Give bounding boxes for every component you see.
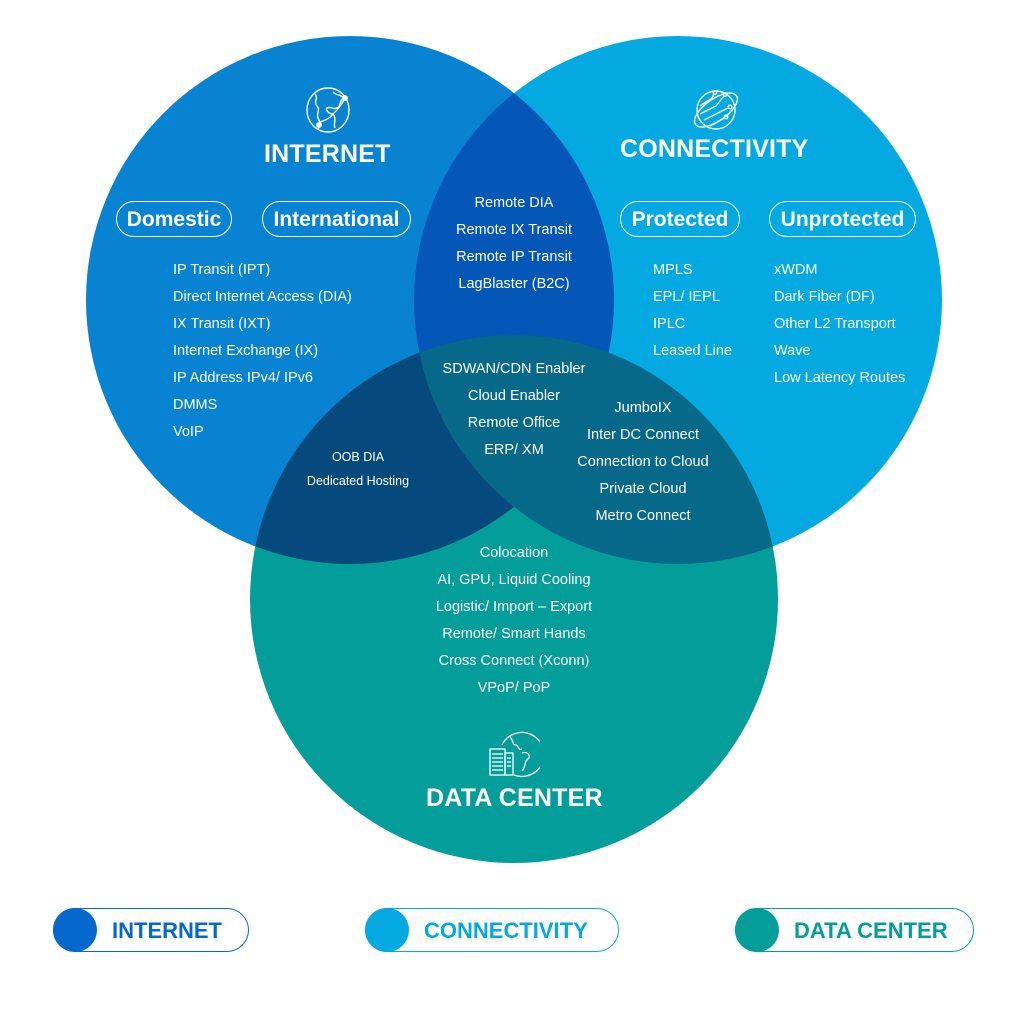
list-item: IPLC <box>653 316 686 332</box>
internet-category-domestic: Domestic <box>116 201 232 237</box>
list-item: Direct Internet Access (DIA) <box>173 289 352 305</box>
list-item: IP Address IPv4/ IPv6 <box>173 370 313 386</box>
list-item: VPoP/ PoP <box>477 680 551 696</box>
list-item: Inter DC Connect <box>586 427 700 443</box>
connectivity-category-protected: Protected <box>620 201 740 237</box>
list-item: Other L2 Transport <box>774 316 896 332</box>
datacenter-items: Colocation AI, GPU, Liquid Cooling Logis… <box>404 540 624 702</box>
list-item: Low Latency Routes <box>774 370 906 386</box>
list-item: Internet Exchange (IX) <box>173 343 319 359</box>
list-item: Cross Connect (Xconn) <box>438 653 590 669</box>
legend-label: CONNECTIVITY <box>424 918 588 943</box>
list-item: Remote IX Transit <box>455 222 573 238</box>
list-item: Remote Office <box>467 415 561 431</box>
list-item: Remote DIA <box>474 195 554 211</box>
list-item: Dedicated Hosting <box>306 474 410 488</box>
connectivity-datacenter-overlap <box>414 335 778 564</box>
all-three-items: SDWAN/CDN Enabler Cloud Enabler Remote O… <box>414 356 614 464</box>
list-item: Cloud Enabler <box>468 388 560 404</box>
internet-datacenter-items: OOB DIA Dedicated Hosting <box>288 445 428 493</box>
connectivity-datacenter-items: JumboIX Inter DC Connect Connection to C… <box>563 395 723 530</box>
list-item: Leased Line <box>653 343 733 359</box>
legend-item-internet: INTERNET <box>53 908 249 952</box>
datacenter-title: DATA CENTER <box>426 784 603 812</box>
connectivity-title: CONNECTIVITY <box>620 135 809 163</box>
list-item: AI, GPU, Liquid Cooling <box>437 572 591 588</box>
list-item: Connection to Cloud <box>577 454 709 470</box>
list-item: Remote/ Smart Hands <box>442 626 586 642</box>
internet-title: INTERNET <box>264 140 391 168</box>
legend-label: INTERNET <box>112 918 222 943</box>
list-item: EPL/ IEPL <box>653 289 720 305</box>
list-item: xWDM <box>774 262 818 278</box>
legend-swatch <box>365 908 409 952</box>
list-item: MPLS <box>653 262 693 278</box>
internet-connectivity-items: Remote DIA Remote IX Transit Remote IP T… <box>414 190 614 298</box>
legend-swatch <box>53 908 97 952</box>
internet-items: IP Transit (IPT) Direct Internet Access … <box>173 257 352 446</box>
list-item: Metro Connect <box>595 508 691 524</box>
list-item: Remote IP Transit <box>456 249 572 265</box>
list-item: Dark Fiber (DF) <box>774 289 875 305</box>
legend-label: DATA CENTER <box>794 918 948 943</box>
connectivity-unprotected-items: xWDM Dark Fiber (DF) Other L2 Transport … <box>774 257 905 392</box>
list-item: LagBlaster (B2C) <box>458 276 570 292</box>
list-item: Logistic/ Import – Export <box>435 599 593 615</box>
datacenter-globe-icon <box>489 731 540 778</box>
list-item: ERP/ XM <box>484 442 544 458</box>
globe-network-icon <box>306 87 350 133</box>
list-item: SDWAN/CDN Enabler <box>442 361 586 377</box>
list-item: JumboIX <box>614 400 672 416</box>
list-item: IX Transit (IXT) <box>173 316 271 332</box>
circuit-globe-icon <box>693 89 739 130</box>
list-item: Private Cloud <box>599 481 687 497</box>
list-item: Colocation <box>479 545 549 561</box>
connectivity-protected-items: MPLS EPL/ IEPL IPLC Leased Line <box>653 257 732 365</box>
legend-item-connectivity: CONNECTIVITY <box>365 908 619 952</box>
list-item: DMMS <box>173 397 218 413</box>
list-item: VoIP <box>173 424 204 440</box>
list-item: Wave <box>774 343 811 359</box>
legend-item-data-center: DATA CENTER <box>735 908 974 952</box>
internet-datacenter-overlap <box>250 335 614 564</box>
connectivity-category-unprotected: Unprotected <box>769 201 916 237</box>
legend-swatch <box>735 908 779 952</box>
list-item: OOB DIA <box>331 450 385 464</box>
list-item: IP Transit (IPT) <box>173 262 271 278</box>
internet-category-international: International <box>262 201 411 237</box>
